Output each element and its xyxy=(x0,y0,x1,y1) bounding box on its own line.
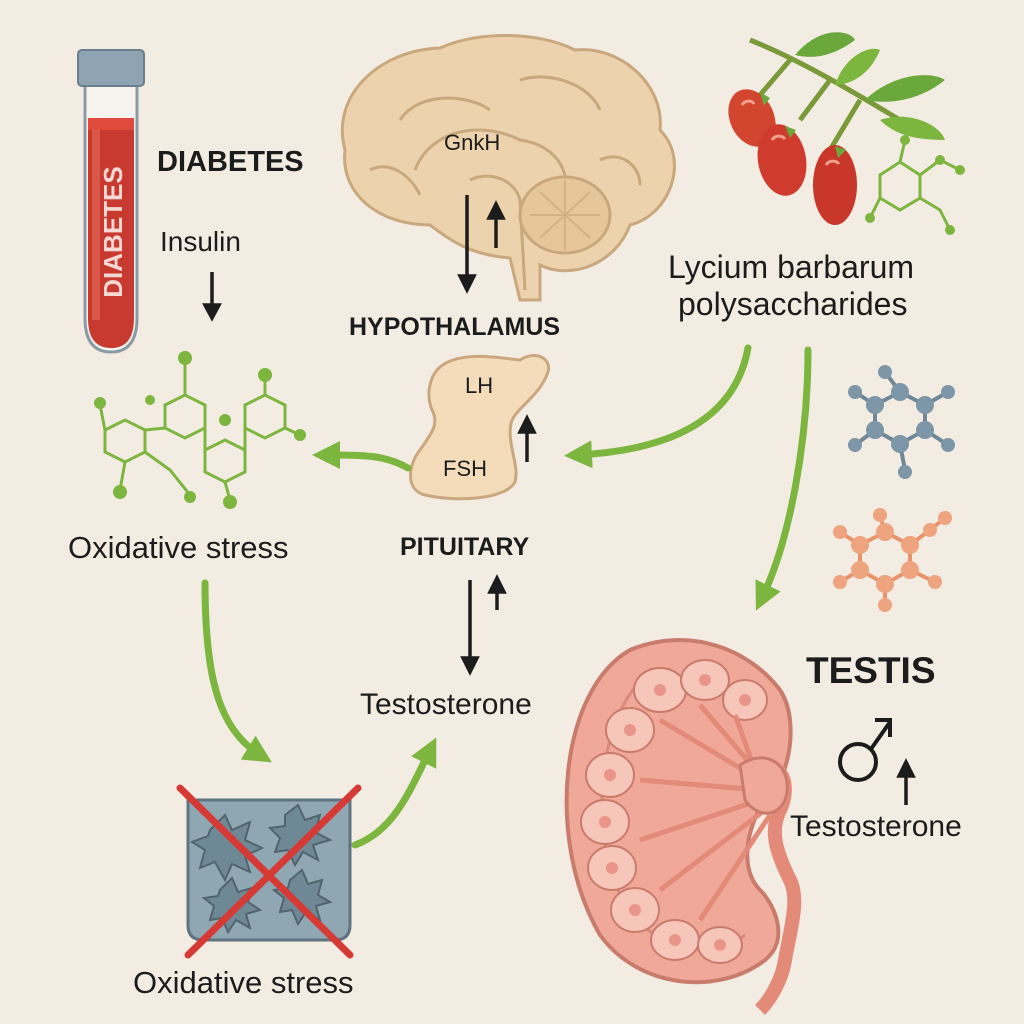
pituitary-label: PITUITARY xyxy=(400,533,530,561)
lbp-label-line2: polysaccharides xyxy=(678,286,908,322)
molecule-icon xyxy=(833,365,955,612)
down-arrow-icon xyxy=(202,272,222,322)
up-arrow-icon xyxy=(487,574,507,610)
gnrh-label: GnkH xyxy=(444,130,501,155)
arrow-lbp-to-pituitary xyxy=(564,344,752,469)
arrow-cell-to-testosterone xyxy=(351,737,437,849)
cross-icon xyxy=(176,784,362,959)
oxidative-stress-bottom-label: Oxidative stress xyxy=(133,965,354,1000)
arrow-oxidative-to-cell xyxy=(201,579,272,763)
testosterone-right-label: Testosterone xyxy=(790,810,962,843)
testosterone-center-label: Testosterone xyxy=(360,688,532,721)
arrow-lbp-to-testis xyxy=(755,346,812,611)
fsh-label: FSH xyxy=(443,456,487,481)
tube-label: DIABETES xyxy=(98,166,128,297)
lbp-label-line1: Lycium barbarum xyxy=(668,249,915,285)
oxidative-stress-label: Oxidative stress xyxy=(68,530,289,565)
up-arrow-icon xyxy=(517,414,537,462)
down-arrow-icon xyxy=(460,580,480,676)
diabetes-title: DIABETES xyxy=(157,146,304,178)
up-arrow-icon xyxy=(486,200,506,248)
lh-label: LH xyxy=(465,373,494,398)
molecule-icon xyxy=(98,360,301,501)
test-tube-icon: DIABETES xyxy=(77,49,145,354)
brain-icon xyxy=(340,34,676,302)
hypothalamus-label: HYPOTHALAMUS xyxy=(349,313,561,341)
arrow-pituitary-to-oxidative xyxy=(312,441,412,472)
down-arrow-icon xyxy=(457,195,477,294)
male-symbol-icon xyxy=(838,718,892,782)
testis-label: TESTIS xyxy=(806,650,936,691)
testis-icon xyxy=(564,638,802,1015)
goji-berry-icon xyxy=(728,32,965,235)
pituitary-icon xyxy=(409,354,551,501)
insulin-label: Insulin xyxy=(160,226,241,257)
up-arrow-icon xyxy=(896,758,916,805)
